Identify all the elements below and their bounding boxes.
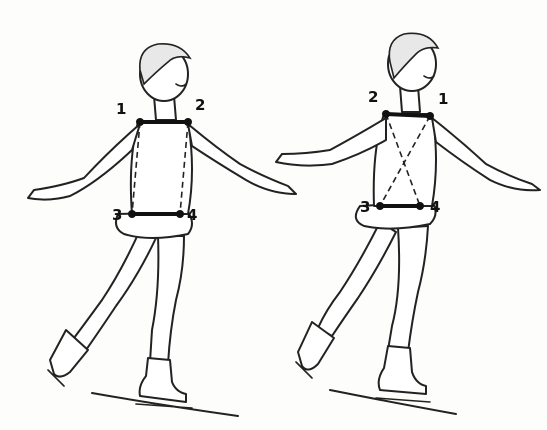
left-point-1 (136, 118, 144, 126)
left-skater: 1 2 3 4 (28, 44, 296, 416)
right-label-4: 4 (430, 198, 440, 216)
right-point-2 (382, 110, 390, 118)
left-arm-left (28, 124, 140, 200)
right-front-leg (388, 226, 428, 352)
right-point-4 (416, 202, 424, 210)
right-label-3: 3 (360, 198, 370, 216)
left-label-1: 1 (116, 100, 126, 118)
right-point-1 (426, 112, 434, 120)
left-front-leg (150, 236, 184, 364)
left-point-2 (184, 118, 192, 126)
left-label-4: 4 (187, 206, 197, 224)
right-arm-right (432, 118, 540, 190)
left-point-4 (176, 210, 184, 218)
right-point-3 (376, 202, 384, 210)
left-front-skate (140, 358, 186, 402)
right-label-2: 2 (368, 88, 378, 106)
right-label-1: 1 (438, 90, 448, 108)
right-front-skate (379, 346, 426, 394)
right-ice-line (330, 390, 456, 414)
left-back-leg (74, 230, 156, 350)
left-torso (131, 122, 192, 214)
right-arm-left (276, 118, 386, 166)
right-shoulder-line (386, 114, 430, 116)
right-skater: 2 1 3 4 (276, 33, 540, 414)
left-label-3: 3 (112, 206, 122, 224)
left-point-3 (128, 210, 136, 218)
right-back-leg (318, 222, 396, 336)
left-label-2: 2 (195, 96, 205, 114)
